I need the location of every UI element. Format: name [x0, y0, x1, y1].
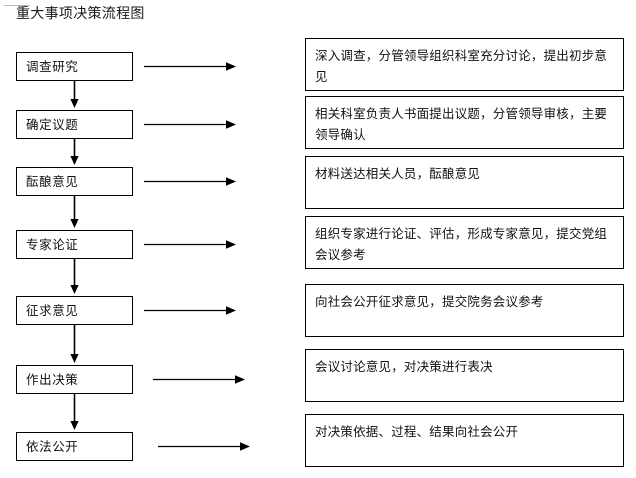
flow-detail-step-6[interactable]: 会议讨论意见，对决策进行表决	[305, 349, 624, 402]
flow-connector-down-3	[68, 196, 81, 228]
flow-node-step-4[interactable]: 专家论证	[16, 230, 133, 259]
flow-detail-step-1[interactable]: 深入调查，分管领导组织科室充分讨论，提出初步意见	[305, 38, 624, 91]
page-title: 重大事项决策流程图	[16, 6, 145, 22]
flow-detail-text: 向社会公开征求意见，提交院务会议参考	[315, 294, 544, 309]
flow-detail-text: 对决策依据、过程、结果向社会公开	[315, 424, 519, 439]
flow-node-step-5[interactable]: 征求意见	[16, 296, 133, 325]
flow-connector-down-2	[68, 139, 81, 165]
flow-detail-text: 相关科室负责人书面提出议题，分管领导审核，主要领导确认	[315, 106, 608, 142]
flow-detail-step-7[interactable]: 对决策依据、过程、结果向社会公开	[305, 414, 624, 467]
corner-rule-decoration	[4, 5, 30, 6]
flow-detail-step-3[interactable]: 材料送达相关人员，酝酿意见	[305, 156, 624, 209]
flow-node-label: 酝酿意见	[26, 173, 79, 189]
flow-connector-down-6	[68, 394, 81, 430]
flow-detail-text: 材料送达相关人员，酝酿意见	[315, 166, 481, 181]
flow-arrow-right-4	[144, 239, 236, 250]
flow-node-step-3[interactable]: 酝酿意见	[16, 167, 133, 196]
flow-connector-down-4	[68, 259, 81, 294]
flow-detail-step-4[interactable]: 组织专家进行论证、评估，形成专家意见，提交党组会议参考	[305, 216, 624, 269]
flow-detail-text: 深入调查，分管领导组织科室充分讨论，提出初步意见	[315, 48, 608, 84]
flow-node-step-7[interactable]: 依法公开	[16, 432, 133, 461]
flow-node-step-2[interactable]: 确定议题	[16, 110, 133, 139]
flow-detail-step-2[interactable]: 相关科室负责人书面提出议题，分管领导审核，主要领导确认	[305, 96, 624, 149]
flow-connector-down-5	[68, 325, 81, 363]
flow-arrow-right-6	[153, 374, 245, 385]
flow-node-label: 征求意见	[26, 302, 79, 318]
flow-arrow-right-2	[144, 119, 236, 130]
flow-node-step-1[interactable]: 调查研究	[16, 52, 133, 81]
flow-node-step-6[interactable]: 作出决策	[16, 365, 133, 394]
flow-detail-text: 会议讨论意见，对决策进行表决	[315, 359, 493, 374]
flow-detail-text: 组织专家进行论证、评估，形成专家意见，提交党组会议参考	[315, 226, 608, 262]
flow-node-label: 作出决策	[26, 371, 79, 387]
flow-node-label: 确定议题	[26, 116, 79, 132]
flow-node-label: 专家论证	[26, 236, 79, 252]
flow-detail-step-5[interactable]: 向社会公开征求意见，提交院务会议参考	[305, 284, 624, 337]
flow-node-label: 依法公开	[26, 438, 79, 454]
flow-arrow-right-1	[144, 61, 236, 72]
flow-arrow-right-5	[144, 305, 236, 316]
flow-arrow-right-7	[158, 441, 250, 452]
flow-arrow-right-3	[144, 176, 236, 187]
flow-connector-down-1	[68, 81, 81, 108]
flow-node-label: 调查研究	[26, 58, 79, 74]
